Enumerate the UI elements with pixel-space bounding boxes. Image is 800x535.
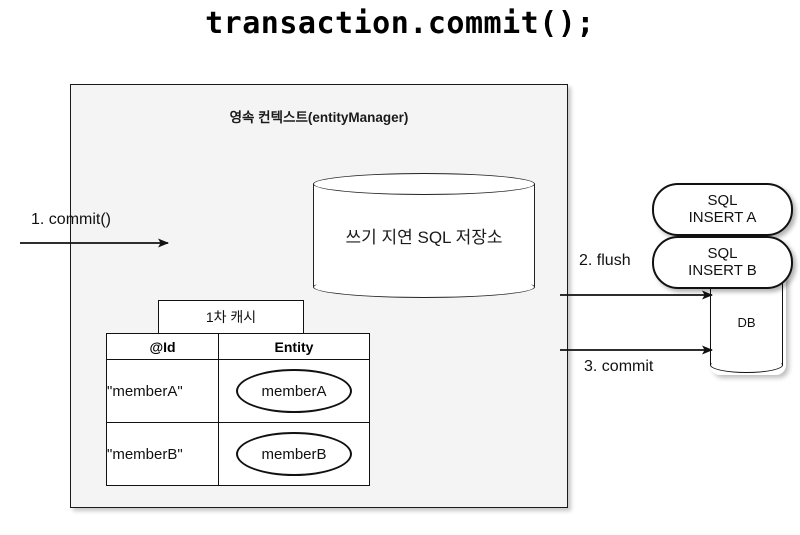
column-header-id: @Id: [106, 333, 219, 360]
sql-insert-a-box: SQL INSERT A: [652, 183, 793, 236]
sql-insert-a-line2: INSERT A: [688, 208, 757, 226]
first-level-cache-table: @Id Entity "memberA" memberA "memberB" m…: [106, 333, 370, 486]
table-row: "memberA" memberA: [106, 359, 370, 423]
column-header-entity: Entity: [218, 333, 370, 360]
table-header-row: @Id Entity: [106, 333, 370, 360]
cell-entity: memberA: [218, 359, 370, 423]
write-behind-sql-store-cylinder: 쓰기 지연 SQL 저장소: [313, 173, 535, 298]
cell-entity: memberB: [218, 422, 370, 486]
cylinder-top-ellipse: [313, 173, 535, 195]
db-label: DB: [737, 315, 756, 330]
first-level-cache-caption: 1차 캐시: [158, 300, 304, 334]
write-behind-sql-store-label: 쓰기 지연 SQL 저장소: [345, 228, 503, 247]
entity-ellipse: memberA: [236, 369, 352, 413]
sql-insert-b-line1: SQL: [707, 244, 738, 262]
cylinder-body: [313, 184, 535, 287]
cell-id: "memberB": [106, 422, 219, 486]
sql-insert-a-line1: SQL: [707, 191, 738, 209]
sql-insert-b-line2: INSERT B: [688, 261, 757, 279]
entity-ellipse: memberB: [236, 432, 352, 476]
page-title: transaction.commit();: [205, 6, 595, 41]
commit-in-label: 1. commit(): [31, 211, 111, 228]
db-cylinder-body: [710, 280, 783, 365]
sql-insert-b-box: SQL INSERT B: [652, 236, 793, 289]
persistence-context-title: 영속 컨텍스트(entityManager): [229, 110, 409, 125]
flush-label: 2. flush: [579, 252, 631, 269]
cell-id: "memberA": [106, 359, 219, 423]
commit-out-label: 3. commit: [584, 358, 654, 375]
table-row: "memberB" memberB: [106, 422, 370, 486]
